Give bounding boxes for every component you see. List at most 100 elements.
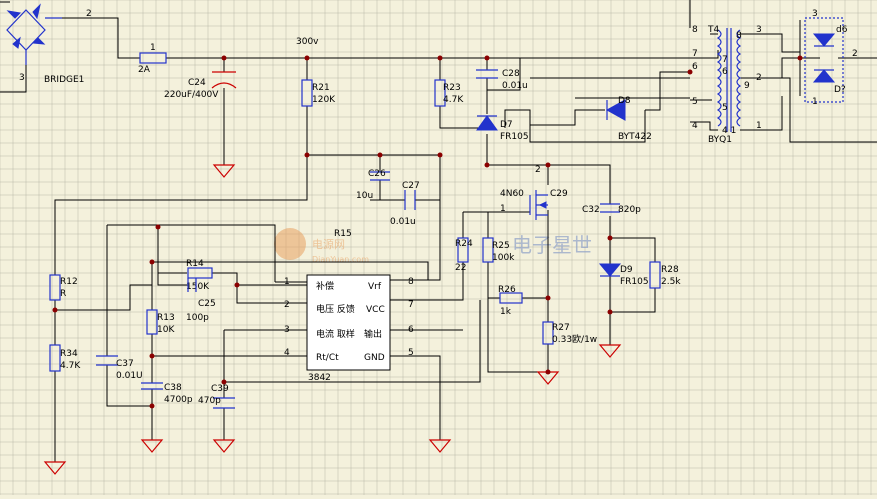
resistor-r13: R13 10K [146, 309, 175, 335]
d7-label: D7 [500, 120, 513, 130]
junction-dot [484, 162, 490, 168]
t4-value: BYQ1 [708, 135, 732, 145]
transformer-t4: T4 BYQ1 8 7 6 5 4 8 7 6 5 4 1 3 2 1 9 [692, 25, 762, 145]
d6-pin1: 1 [812, 97, 818, 107]
r25-value: 100k [492, 253, 515, 263]
capacitor-c25: C25 100p [186, 278, 216, 323]
capacitor-c39: C39 470p [198, 384, 235, 409]
junction-dot [437, 152, 443, 158]
r27-value: 0.33欧/1w [552, 333, 597, 345]
c24-label: C24 [188, 78, 206, 88]
junction-dot [304, 152, 310, 158]
ground-icon [598, 344, 622, 358]
t4-pin3: 3 [756, 25, 762, 35]
ground-icon [43, 461, 67, 475]
c39-value: 470p [198, 396, 221, 406]
r24-label: R24 [455, 239, 473, 249]
ic-pin7: 7 [408, 300, 414, 310]
junction-dot [607, 235, 613, 241]
junction-dot [221, 379, 227, 385]
mosfet-label: 4N60 [500, 189, 524, 199]
c26-value: 10u [356, 191, 373, 201]
t4-pin8-left: 8 [692, 25, 698, 35]
c27-value: 0.01u [390, 217, 416, 227]
t4-pin7-right: 7 [722, 55, 728, 65]
r26-label: R26 [498, 285, 516, 295]
t4-pin5-right: 5 [722, 103, 728, 113]
junction-dot [221, 55, 227, 61]
ic-fb: 电压 反馈 [316, 303, 355, 315]
t4-label: T4 [707, 25, 719, 35]
r14-label: R14 [186, 259, 204, 269]
junction-dot [377, 152, 383, 158]
fuse-f1: 1 2A [138, 43, 167, 75]
c38-value: 4700p [164, 395, 193, 405]
bridge-rectifier: BRIDGE1 2 3 [6, 3, 92, 85]
ic-comp: 补偿 [316, 280, 334, 292]
fuse-pin: 1 [150, 43, 156, 53]
resistor-r25: R25 100k [482, 237, 515, 263]
r34-label: R34 [60, 349, 78, 359]
d8-value: BYT422 [618, 132, 652, 142]
c37-label: C37 [116, 359, 134, 369]
junction-dot [304, 55, 310, 61]
d6-pin3: 3 [812, 9, 818, 19]
rail-300v-label: 300v [296, 37, 319, 47]
junction-dot [607, 309, 613, 315]
junction-dot [149, 259, 155, 265]
ground-icon [140, 439, 164, 453]
d6-pin2: 2 [852, 49, 858, 59]
junction-dot [149, 403, 155, 409]
junction-dot [484, 55, 490, 61]
junction-dot [437, 55, 443, 61]
ic-vref: Vrf [368, 282, 382, 292]
t4-pin4-left: 4 [692, 121, 698, 131]
bridge-pin3: 3 [19, 73, 25, 83]
junction-dot [545, 369, 551, 375]
ic-pin5: 5 [408, 348, 414, 358]
diode-d6: d6 D? 3 2 1 [804, 9, 858, 107]
ic-pin6: 6 [408, 325, 414, 335]
r14-value: 150K [186, 282, 210, 292]
d9-value: FR105 [620, 277, 649, 287]
junction-dot [234, 282, 240, 288]
d8-label: D8 [618, 96, 631, 106]
c32-value: 820p [618, 205, 641, 215]
r12-label: R12 [60, 277, 78, 287]
r13-value: 10K [157, 325, 175, 335]
mosfet-pin1: 1 [500, 204, 506, 214]
t4-pin8-right: 8 [736, 31, 742, 41]
junction-dot [545, 162, 551, 168]
wires [0, 0, 877, 462]
capacitor-c38: C38 4700p [141, 382, 193, 405]
r23-value: 4.7K [443, 95, 464, 105]
r26-value: 1k [500, 307, 512, 317]
capacitor-c37: C37 0.01U [96, 355, 143, 381]
resistor-r12: R12 R [49, 274, 78, 301]
mosfet-pin2: 2 [535, 165, 541, 175]
t4-pin5-left: 5 [692, 97, 698, 107]
junction-dot [149, 353, 155, 359]
r27-label: R27 [552, 323, 570, 333]
r23-label: R23 [443, 83, 461, 93]
capacitor-c28: C28 0.01u [476, 69, 528, 91]
junction-dot [797, 55, 803, 61]
resistor-r28: R28 2.5k [649, 261, 681, 289]
resistor-r24: R24 22 [455, 237, 473, 273]
capacitor-c26: C26 10u [356, 169, 390, 201]
r28-value: 2.5k [661, 277, 681, 287]
c24-value: 220uF/400V [164, 90, 219, 100]
r12-value: R [60, 289, 66, 299]
watermark: 电源网 DianYuan.com 电子星世 [274, 228, 592, 264]
diode-d8: D8 BYT422 [605, 96, 652, 142]
d7-value: FR105 [500, 132, 529, 142]
d9-label: D9 [620, 265, 633, 275]
ground-icon [428, 439, 452, 453]
c28-value: 0.01u [502, 81, 528, 91]
c38-label: C38 [164, 383, 182, 393]
c29-label: C29 [550, 189, 568, 199]
ic-pin8: 8 [408, 277, 414, 287]
ic-name: 3842 [308, 373, 331, 383]
resistor-r21: R21 120K [301, 79, 336, 107]
